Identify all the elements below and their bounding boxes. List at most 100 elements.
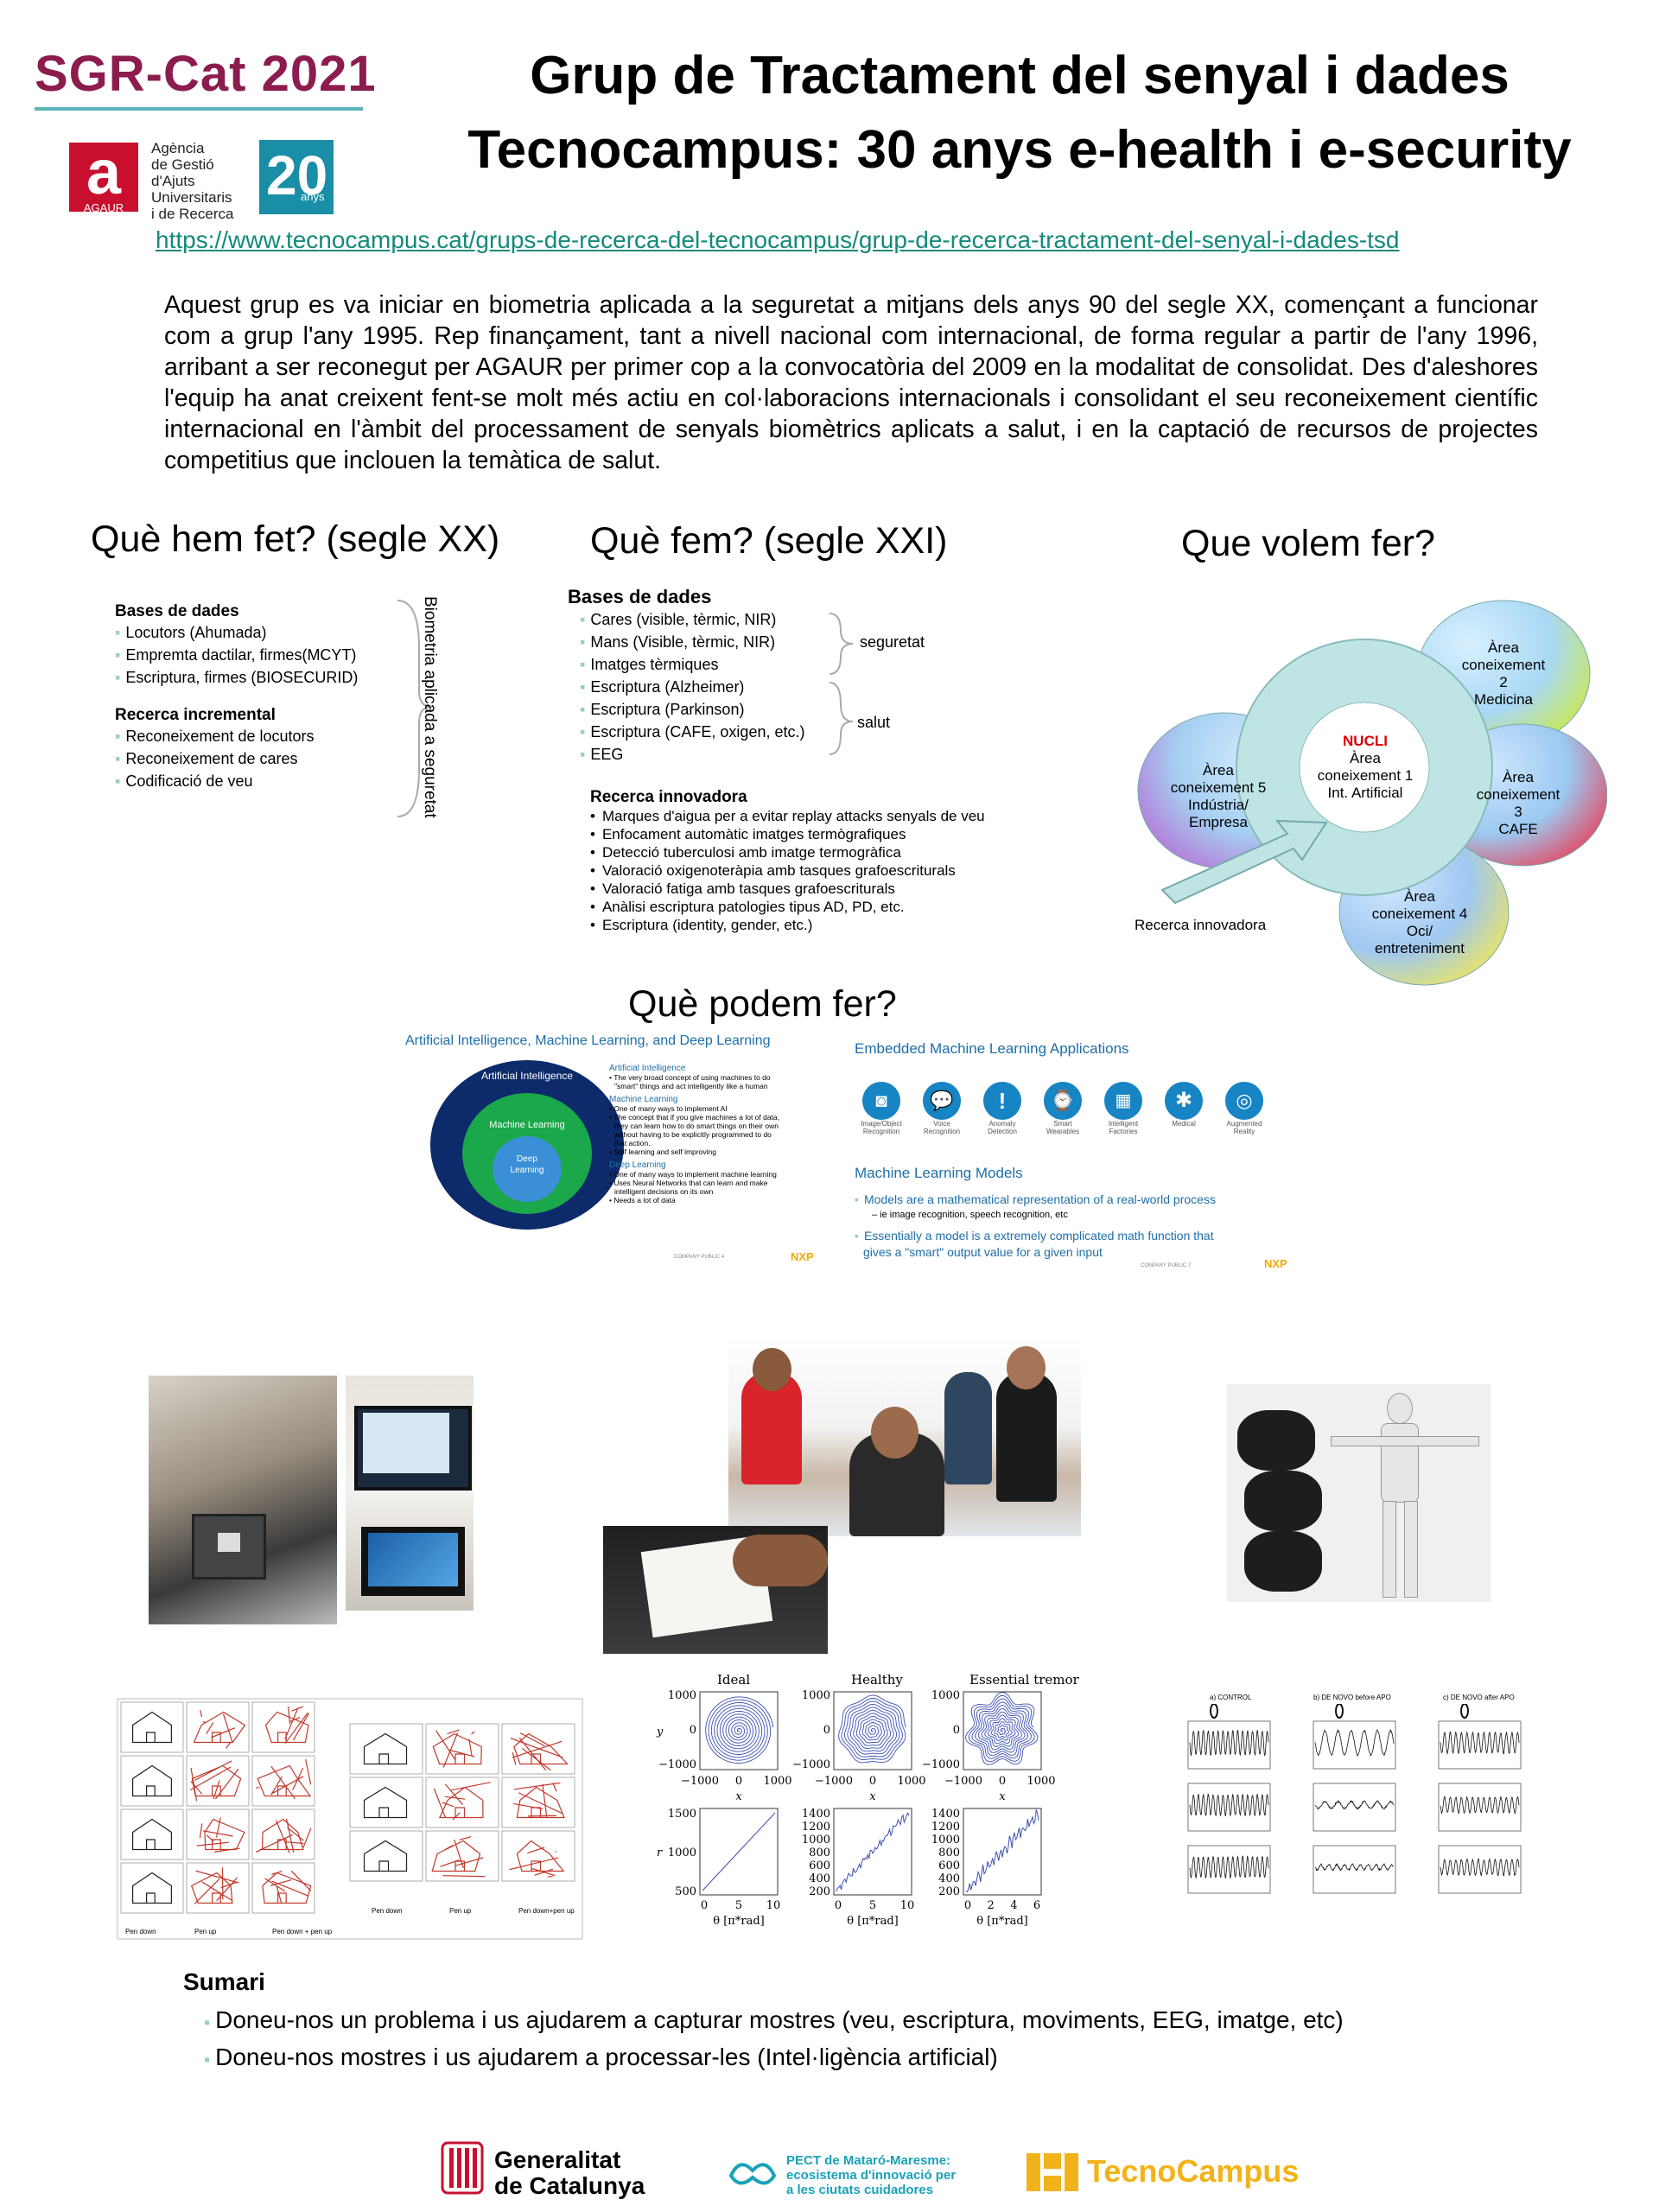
slide-footer: COMPANY PUBLIC 7 [1141,1263,1191,1268]
ml-models-line: gives a "smart" output value for a given… [863,1245,1103,1259]
tick-label: −1000 [815,1775,853,1788]
list-item-text: Locutors (Ahumada) [125,624,266,641]
def-text: One of many ways to implement machine le… [613,1170,777,1179]
list-item: ▪Mans (Visible, tèrmic, NIR) [568,631,804,653]
tick-label: 400 [938,1872,960,1885]
area-line: coneixement 4 [1355,906,1484,923]
def-text: Self learning and self improving [613,1147,716,1156]
photo-group-eeg [728,1338,1081,1536]
list-item-text: EEG [590,746,623,763]
list-item: •Valoració fatiga amb tasques grafoescri… [590,880,985,898]
def-title: Artificial Intelligence [609,1065,779,1073]
tick-label: 1200 [802,1821,830,1834]
ring-ml-label: Machine Learning [454,1120,601,1130]
list-item: •Escriptura (identity, gender, etc.) [590,916,985,934]
emb-label: Smart [1036,1120,1090,1128]
sumari-title: Sumari [183,1968,265,1996]
area-line: Indústria/ [1154,797,1283,814]
past-research-title: Recerca incremental [115,706,358,725]
tick-label: 0 [701,1899,708,1912]
pect-line: a les ciutats cuidadores [786,2183,956,2197]
ai-definitions: Artificial Intelligence • The very broad… [609,1065,779,1205]
def-title: Machine Learning [609,1096,779,1104]
area-line: CAFE [1462,821,1574,838]
def-text: The concept that if you give machines a … [613,1113,779,1122]
tick-label: 800 [938,1847,960,1859]
list-item-text: Escriptura, firmes (BIOSECURID) [125,669,358,686]
apo-axes [1313,1783,1395,1831]
tick-label: 500 [675,1885,696,1898]
tecnocampus-logo-icon [1027,2153,1078,2191]
list-item-text: Valoració oxigenoteràpia amb tasques gra… [602,862,956,879]
def-text: Uses Neural Networks that can learn and … [613,1179,767,1187]
tick-label: 0 [964,1899,971,1912]
title-line-1: Grup de Tractament del senyal i dades [415,39,1624,113]
emb-label: Image/Object [855,1120,908,1128]
axis-label: θ [π*rad] [713,1915,764,1928]
def-line: that action. [609,1139,779,1147]
list-item: ▪Imatges tèrmiques [568,653,804,676]
list-item-text: Cares (visible, tèrmic, NIR) [590,611,776,628]
watch-icon: ⌚ [1044,1082,1082,1120]
arrow-label: Recerca innovadora [1135,914,1266,937]
list-item-text: Anàlisi escriptura patologies tipus AD, … [602,899,905,915]
poster-title: Grup de Tractament del senyal i dades Te… [415,39,1624,188]
spiral-curve [966,1693,1039,1765]
apo-signal [1315,1801,1394,1809]
ring-ai-label: Artificial Intelligence [454,1070,601,1082]
group-url-link[interactable]: https://www.tecnocampus.cat/grups-de-rec… [156,226,1400,254]
list-item-text: Valoració fatiga amb tasques grafoescrit… [602,880,895,897]
tick-label: 0 [735,1775,742,1788]
ml-models-text: Essentially a model is a extremely compl… [864,1229,1214,1243]
past-heading: Què hem fet? (segle XX) [91,518,499,561]
list-item: ▪Locutors (Ahumada) [115,621,358,644]
area5-label: Àreaconeixement 5Indústria/Empresa [1154,762,1283,831]
apo-loop-icon [1461,1704,1468,1718]
sumari-item: ▪Doneu-nos un problema i us ajudarem a c… [204,2006,1344,2034]
present-research-title: Recerca innovadora [590,788,985,807]
pect-logo-icon [726,2150,779,2193]
photo-handwriting-tablet [603,1526,828,1654]
group-health-label: salut [857,711,890,734]
list-item-text: Escriptura (Alzheimer) [590,678,744,696]
emb-item: ▦ IntelligentFactories [1096,1082,1150,1135]
twenty-years-logo: 20 anys [259,140,334,214]
tick-label: −1000 [944,1775,982,1788]
apo-signal [1440,1732,1519,1754]
tick-label: 4 [1010,1899,1017,1912]
tick-label: 0 [869,1775,876,1788]
axis-label: θ [π*rad] [847,1915,898,1928]
apo-signal [1190,1795,1268,1816]
list-item: ▪Reconeixement de locutors [115,725,358,747]
tick-label: 1000 [931,1834,960,1847]
core-line: coneixement 1 [1300,767,1430,785]
tick-label: 1000 [763,1775,791,1788]
photo-lab-device [149,1376,337,1624]
spiral-figure: Ideal Healthy Essential tremor 10000−100… [648,1672,1080,1931]
area-line: 2 [1439,674,1568,691]
list-item-text: Escriptura (CAFE, oxigen, etc.) [590,723,804,741]
def-text: One of many ways to implement AI [613,1104,727,1113]
def-line: without having to be explicitly programm… [609,1130,779,1139]
photo-monitor-tablet [346,1376,474,1611]
agaur-small-text: AGAUR [69,201,138,214]
def-line: intelligent decisions on its own [609,1187,779,1196]
emb-label: Voice [915,1120,969,1128]
tick-label: 0 [690,1724,696,1737]
gencat-emblem [441,2141,484,2195]
tick-label: 1000 [1027,1775,1055,1788]
pect-text: PECT de Mataró-Maresme: ecosistema d'inn… [786,2153,956,2197]
emb-item: ⌚ SmartWearables [1036,1082,1090,1135]
list-item-text: Imatges tèrmiques [590,656,718,673]
tick-label: 5 [869,1899,876,1912]
pect-line: PECT de Mataró-Maresme: [786,2153,956,2168]
list-item: •Valoració oxigenoteràpia amb tasques gr… [590,861,985,880]
apo-figure: a) CONTROL b) DE NOVO before APO c) DE N… [1154,1694,1542,1931]
list-item-text: Escriptura (Parkinson) [590,701,744,718]
photo-motion-sensors [1227,1384,1491,1602]
apo-axes [1439,1846,1521,1893]
r-theta-curve [702,1813,775,1891]
tick-label: −1000 [681,1775,719,1788]
axis-label: x [869,1790,876,1803]
past-vertical-label: Biometria aplicada a seguretat [420,596,439,818]
